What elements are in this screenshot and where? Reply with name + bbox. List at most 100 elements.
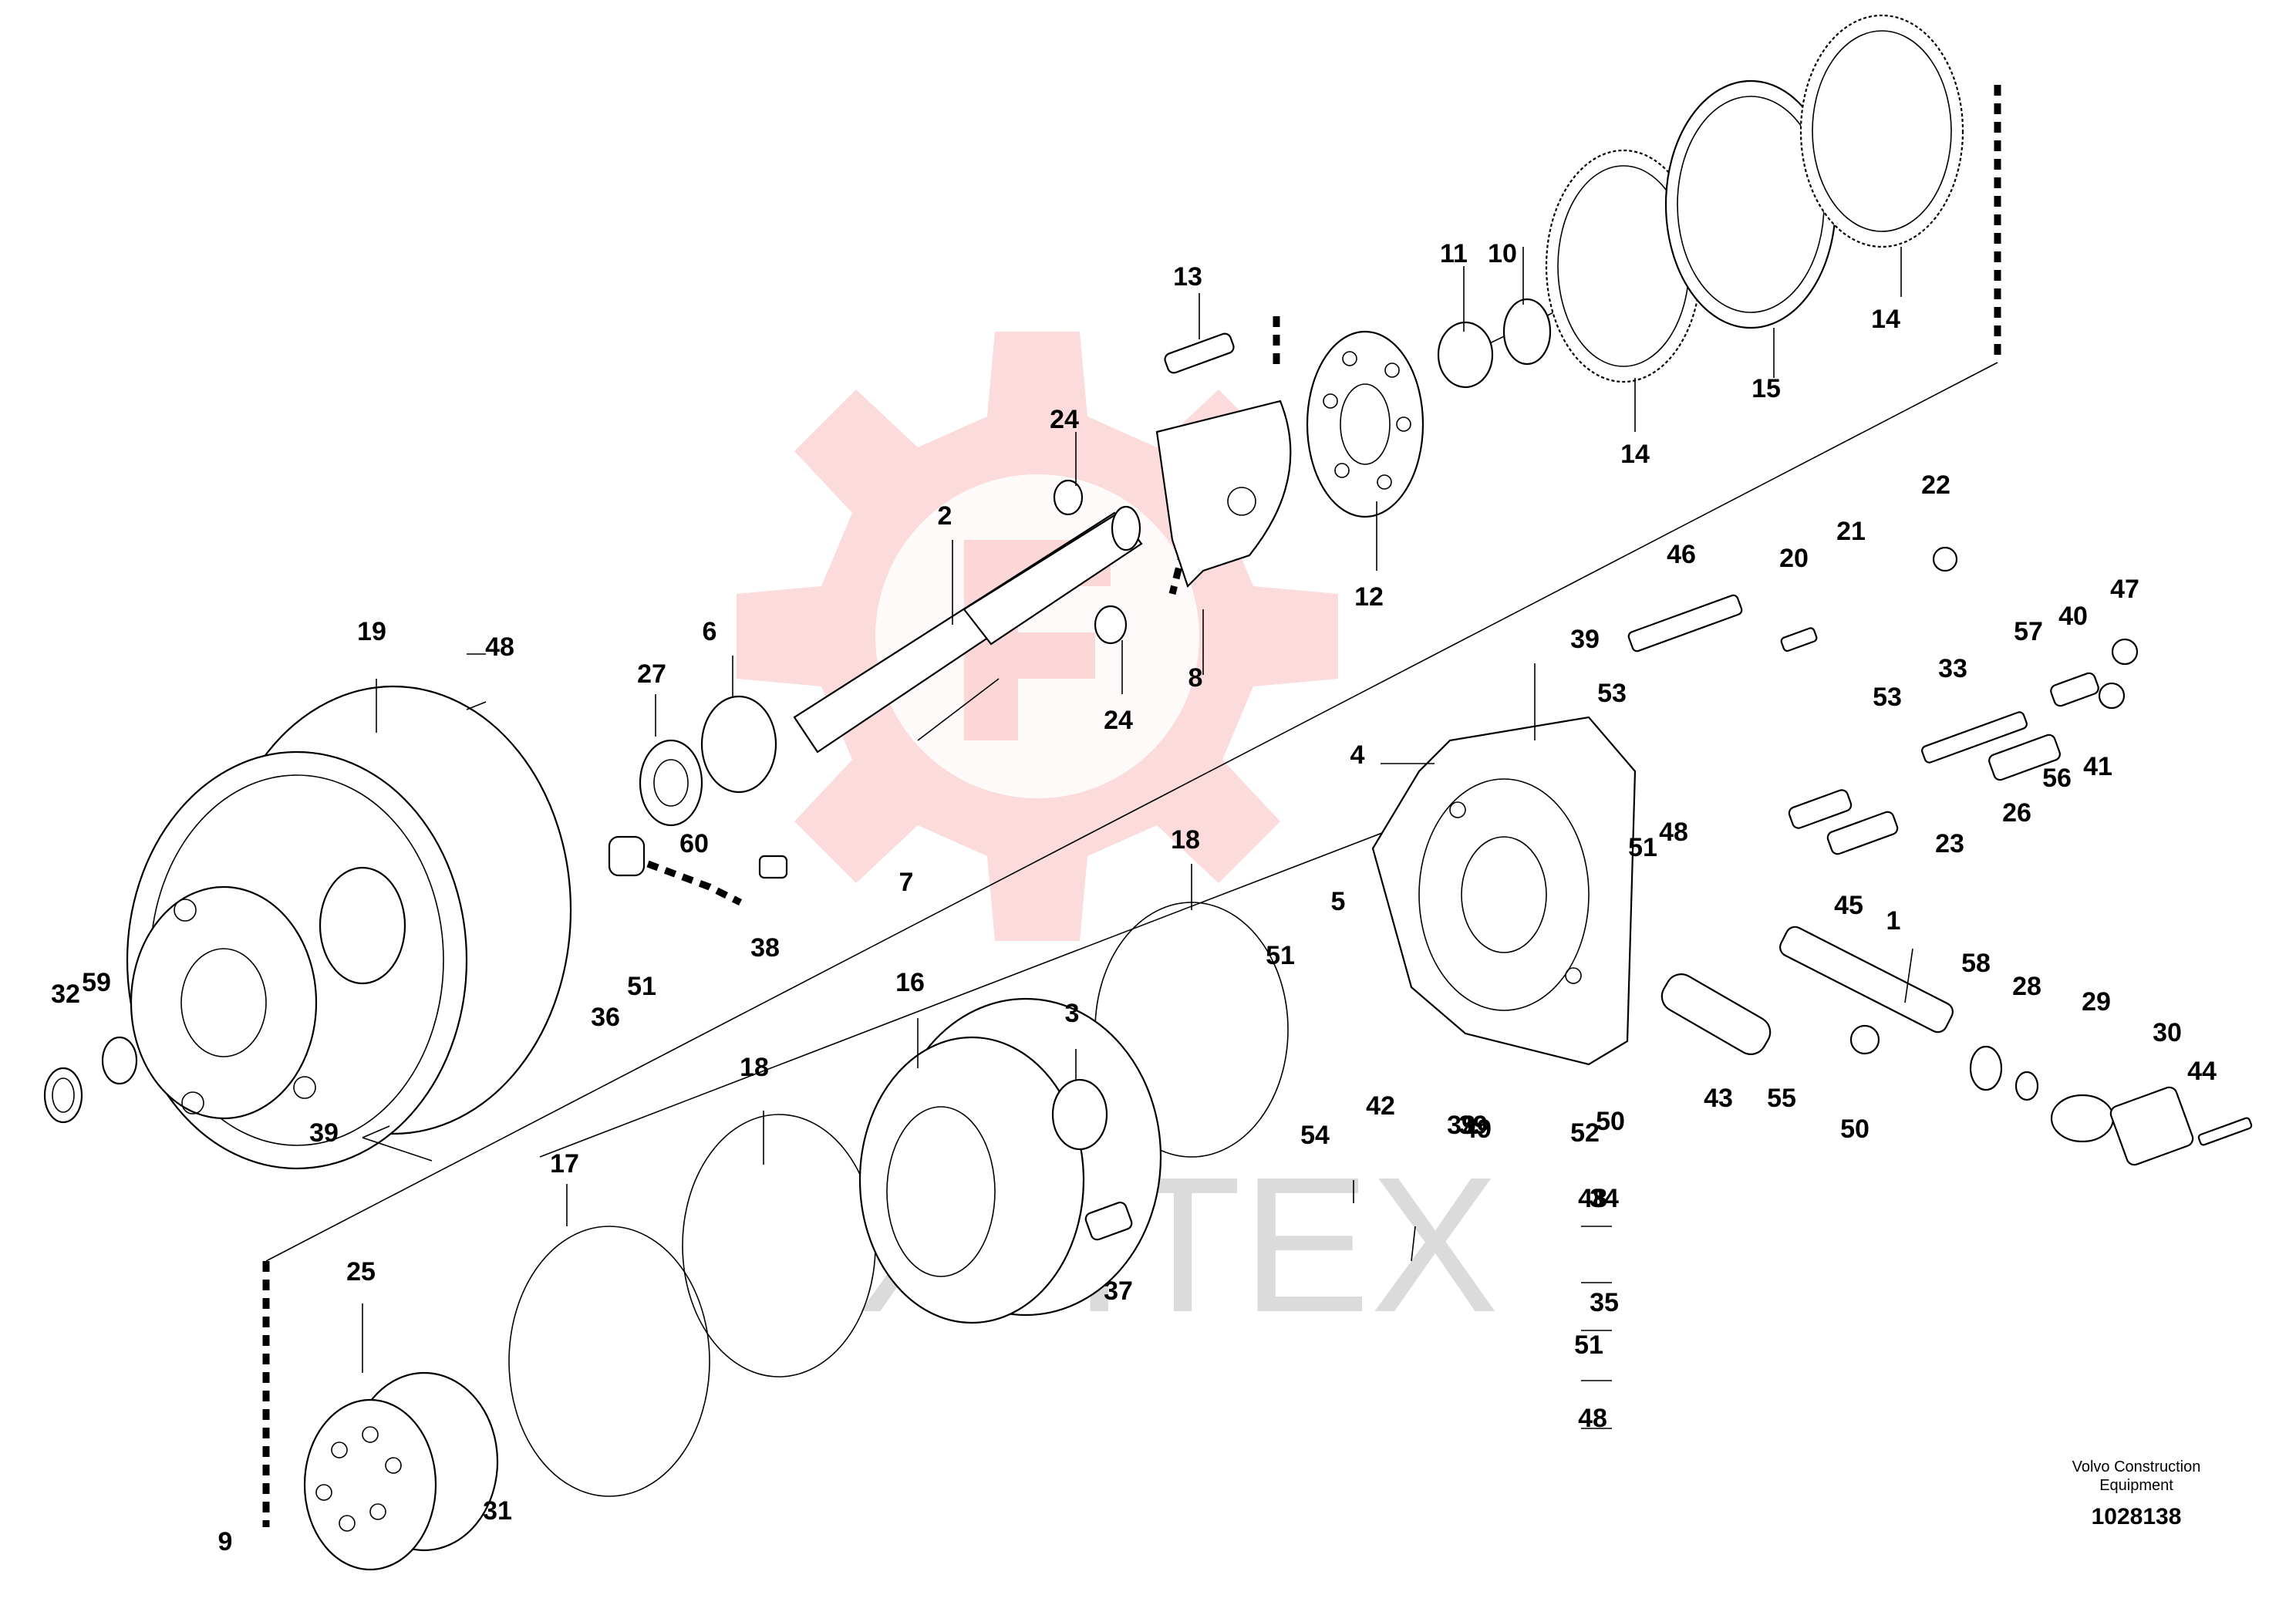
callout-8: 8	[1188, 663, 1203, 693]
callout-60: 60	[679, 829, 709, 858]
shoe-24-top	[1053, 479, 1084, 516]
spool-33	[1921, 711, 2028, 764]
bushing-6	[608, 835, 646, 877]
callout-labels: 1234578910111213141415161718181920212223…	[51, 239, 2217, 1556]
bolt-46	[1627, 594, 1743, 653]
shoe-24-bottom	[1094, 605, 1128, 645]
callout-24: 24	[1104, 706, 1133, 735]
callout-55: 55	[1767, 1084, 1796, 1113]
callout-48: 48	[1578, 1404, 1607, 1433]
callout-19: 19	[357, 617, 386, 646]
o-ring-18-lower	[682, 1114, 876, 1378]
callout-17: 17	[550, 1149, 579, 1179]
seal-32	[43, 1067, 83, 1124]
dashed-bracket-pin	[646, 860, 743, 906]
callout-18: 18	[1171, 825, 1200, 855]
callout-29: 29	[2082, 987, 2111, 1017]
cover-30	[2109, 1086, 2194, 1166]
pin-12	[1164, 332, 1235, 374]
bearing-10	[1437, 321, 1494, 389]
callout-9: 9	[218, 1527, 233, 1556]
callout-13: 13	[1173, 262, 1202, 292]
figure-number: 1028138	[2091, 1504, 2182, 1529]
callout-44: 44	[2187, 1057, 2217, 1086]
callout-32: 32	[51, 980, 80, 1009]
callout-35: 35	[1590, 1288, 1619, 1317]
callout-1: 1	[1886, 906, 1901, 936]
callout-16: 16	[895, 968, 925, 997]
credit-block: Volvo Construction Equipment 1028138	[2036, 1458, 2237, 1530]
callout-11: 11	[1440, 239, 1468, 268]
callout-20: 20	[1779, 544, 1809, 573]
callout-10: 10	[1488, 239, 1517, 268]
callout-50: 50	[1840, 1114, 1870, 1144]
ring-28	[2014, 1071, 2039, 1101]
bolt-44	[2197, 1117, 2253, 1146]
callout-54: 54	[1300, 1121, 1330, 1150]
callout-45: 45	[1834, 891, 1863, 920]
callout-38: 38	[750, 933, 780, 963]
bearing-27	[639, 739, 703, 827]
callout-39: 39	[1570, 625, 1600, 654]
spool-1	[1779, 926, 1954, 1034]
callout-40: 40	[2058, 602, 2088, 631]
callout-51: 51	[1628, 833, 1657, 862]
callout-57: 57	[2014, 617, 2043, 646]
callout-25: 25	[346, 1257, 376, 1286]
callout-46: 46	[1667, 540, 1696, 569]
callout-28: 28	[2012, 972, 2041, 1001]
o-ring-57	[1969, 1045, 2003, 1091]
valve-plate	[1306, 330, 1424, 518]
plug-41	[2098, 682, 2126, 710]
callout-51: 51	[1574, 1330, 1603, 1360]
callout-52: 52	[1570, 1118, 1600, 1148]
callout-22: 22	[1921, 470, 1950, 500]
sleeve-45	[1826, 811, 1899, 855]
brake-piston-16	[858, 997, 1162, 1324]
callout-24: 24	[1050, 405, 1079, 434]
motor-casing	[126, 685, 572, 1170]
axis-line-lower	[539, 771, 1543, 1158]
axis-line-upper	[265, 362, 1998, 1262]
callout-7: 7	[899, 868, 914, 897]
leader-lines	[362, 247, 1913, 1429]
callout-27: 27	[637, 659, 666, 689]
swash-plate	[1155, 400, 1292, 588]
callout-53: 53	[1873, 683, 1902, 712]
callout-31: 31	[483, 1496, 512, 1526]
callout-47: 47	[2110, 575, 2139, 604]
callout-58: 58	[1961, 949, 1991, 978]
callout-39: 39	[1458, 1111, 1488, 1140]
friction-plate-14b	[1799, 14, 1964, 248]
snap-ring-59	[700, 695, 777, 794]
callout-18: 18	[740, 1053, 769, 1082]
drive-shaft	[793, 505, 1143, 754]
bearing-3	[1051, 1078, 1108, 1151]
callout-56: 56	[2042, 764, 2072, 793]
callout-23: 23	[1935, 829, 1964, 858]
callout-37: 37	[1104, 1276, 1133, 1306]
callout-41: 41	[2083, 752, 2112, 781]
plug-22	[1932, 546, 1958, 572]
callout-51: 51	[1266, 941, 1295, 970]
callout-39: 39	[1447, 1111, 1476, 1140]
valve-block	[1371, 716, 1637, 1066]
spring-37	[1084, 1202, 1133, 1241]
callout-6: 6	[703, 617, 717, 646]
callout-26: 26	[2002, 798, 2031, 828]
callout-34: 34	[1590, 1184, 1619, 1213]
callout-33: 33	[1938, 654, 1967, 683]
callout-21: 21	[1836, 517, 1866, 546]
check-valve-20	[1780, 627, 1818, 653]
callout-3: 3	[1065, 999, 1080, 1028]
valve-43	[1660, 973, 1772, 1055]
callout-15: 15	[1752, 374, 1781, 403]
callout-48: 48	[1578, 1184, 1607, 1213]
callout-53: 53	[1597, 679, 1627, 708]
valve-26	[1988, 733, 2061, 781]
callout-14: 14	[1871, 305, 1900, 334]
credit-line-2: Equipment	[2099, 1477, 2173, 1494]
callout-36: 36	[591, 1003, 620, 1032]
callout-30: 30	[2153, 1018, 2182, 1047]
